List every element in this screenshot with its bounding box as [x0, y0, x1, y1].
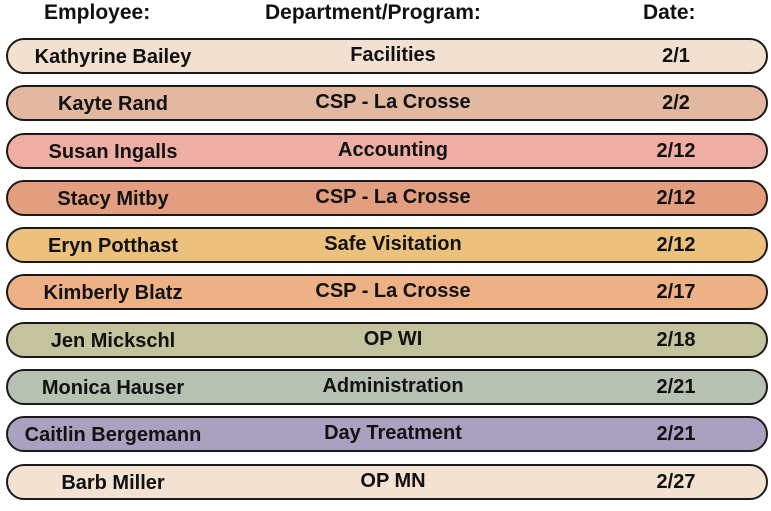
department-name: Accounting — [338, 138, 448, 161]
table-header: Employee: Department/Program: Date: — [0, 0, 771, 30]
department-name: CSP - La Crosse — [315, 91, 471, 114]
table-row: Stacy Mitby CSP - La Crosse 2/12 — [6, 179, 768, 216]
date-value: 2/12 — [656, 234, 696, 257]
employee-name: Monica Hauser — [41, 377, 185, 400]
employee-name: Eryn Potthast — [47, 235, 179, 258]
employee-name: Kimberly Blatz — [43, 282, 183, 305]
table-row: Jen Mickschl OP WI 2/18 — [6, 321, 768, 358]
department-name: Safe Visitation — [324, 233, 462, 256]
department-name: OP WI — [363, 327, 423, 350]
department-column-header: Department/Program: — [265, 1, 481, 24]
table-row: Eryn Potthast Safe Visitation 2/12 — [6, 227, 768, 264]
table-row: Caitlin Bergemann Day Treatment 2/21 — [6, 416, 768, 453]
date-value: 2/2 — [662, 92, 690, 115]
employee-name: Susan Ingalls — [48, 140, 178, 163]
employee-name: Kayte Rand — [57, 93, 169, 116]
date-value: 2/18 — [656, 328, 696, 351]
date-value: 2/12 — [656, 139, 696, 162]
employee-name: Stacy Mitby — [57, 187, 169, 210]
table-row: Susan Ingalls Accounting 2/12 — [6, 132, 768, 169]
employee-name: Jen Mickschl — [50, 329, 176, 352]
employee-name: Caitlin Bergemann — [24, 424, 202, 447]
date-value: 2/27 — [656, 470, 696, 493]
table-row: Kayte Rand CSP - La Crosse 2/2 — [6, 85, 768, 122]
employee-name: Kathyrine Bailey — [34, 46, 192, 68]
table-row: Monica Hauser Administration 2/21 — [6, 369, 768, 406]
employee-name: Barb Miller — [61, 471, 165, 494]
date-value: 2/21 — [656, 423, 696, 446]
date-value: 2/21 — [656, 376, 696, 399]
department-name: OP MN — [360, 469, 426, 492]
department-name: Administration — [322, 375, 464, 398]
date-value: 2/12 — [656, 186, 696, 209]
employee-column-header: Employee: — [44, 1, 151, 24]
employee-list: Kathyrine Bailey Facilities 2/1 Kayte Ra… — [6, 38, 768, 511]
department-name: CSP - La Crosse — [315, 185, 471, 208]
table-row: Kathyrine Bailey Facilities 2/1 — [6, 38, 768, 74]
table-row: Kimberly Blatz CSP - La Crosse 2/17 — [6, 274, 768, 311]
department-name: Day Treatment — [324, 422, 462, 445]
date-column-header: Date: — [643, 1, 696, 24]
date-value: 2/17 — [656, 281, 696, 304]
table-row: Barb Miller OP MN 2/27 — [6, 463, 768, 500]
date-value: 2/1 — [662, 45, 690, 67]
department-name: Facilities — [350, 44, 436, 66]
department-name: CSP - La Crosse — [315, 280, 471, 303]
